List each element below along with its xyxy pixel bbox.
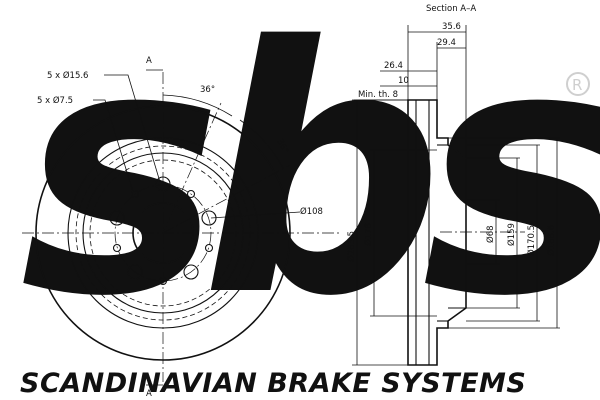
section-marker-bottom: A [146, 389, 152, 399]
dim-35-6: 35.6 [442, 22, 461, 32]
dim-10: 10 [398, 76, 409, 86]
dim-29-4: 29.4 [437, 38, 456, 48]
bolt-hole-leader [104, 74, 161, 183]
dim-178: Ø178 [363, 223, 374, 246]
small-holes-label: 5 x Ø7.5 [37, 95, 73, 106]
dim-283-5: Ø283.5 [346, 231, 357, 262]
angle-label-1: 36° [200, 85, 215, 95]
pcd-label: Ø108 [300, 206, 323, 217]
section-title: Section A–A [426, 4, 476, 14]
bolt-holes-label: 5 x Ø15.6 [47, 70, 88, 81]
section-view: Section A–A 35.6 29.4 26.4 10 Min. th. 8 [346, 4, 560, 366]
svg-text:sbs: sbs [20, 0, 600, 371]
dim-min-th: Min. th. 8 [358, 90, 398, 100]
small-hole [130, 189, 140, 199]
angle-arc-2 [239, 119, 284, 169]
dim-188-6: Ø188.6 [546, 225, 557, 256]
front-view: A A 36° 36° 5 x Ø15.6 5 x Ø7.5 Ø108 [22, 56, 340, 399]
small-hole [186, 189, 196, 199]
dim-159: Ø159 [506, 223, 517, 246]
dim-68: Ø68 [485, 225, 496, 243]
angle-ray-2 [162, 164, 291, 234]
watermark-tagline: SCANDINAVIAN BRAKE SYSTEMS [20, 368, 526, 399]
small-hole-leader [93, 99, 134, 193]
registered-mark: R [566, 72, 590, 96]
small-hole [204, 243, 214, 253]
sbs-logo-watermark: sbs [20, 0, 600, 371]
section-marker-top: A [146, 56, 152, 66]
pcd-leader [210, 211, 301, 219]
bolt-hole [109, 210, 125, 226]
dim-170-5: Ø170.5 [526, 225, 537, 256]
small-hole [112, 243, 122, 253]
registered-mark-glyph: R [572, 76, 582, 94]
dim-26-4: 26.4 [384, 61, 403, 71]
bolt-hole [183, 264, 199, 280]
angle-ray-1 [162, 102, 222, 234]
angle-arc-1 [162, 94, 233, 117]
small-holes [112, 189, 214, 286]
bolt-hole [127, 264, 143, 280]
